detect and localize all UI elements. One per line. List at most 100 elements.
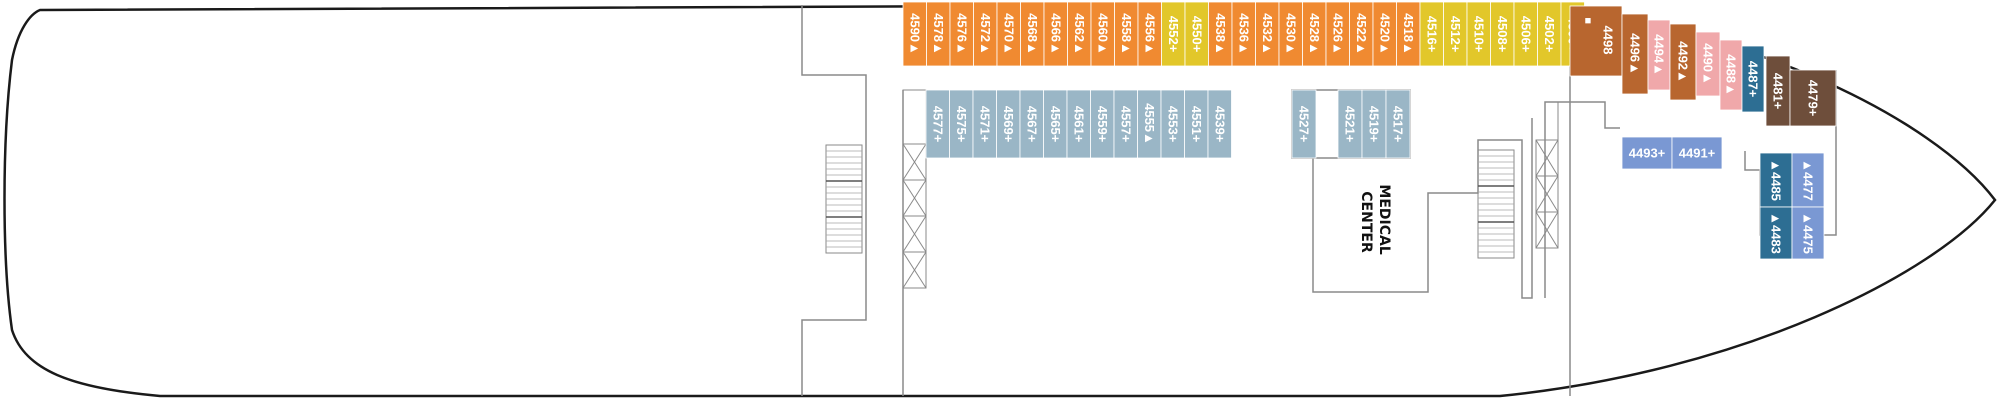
cabin[interactable]: 4568▲	[1020, 1, 1045, 67]
cabin-number: 4576▲	[954, 13, 969, 55]
cabin[interactable]: 4512+	[1443, 1, 1468, 67]
cabin[interactable]: ▲4485	[1759, 152, 1793, 208]
cabin[interactable]: 4517+	[1385, 89, 1411, 159]
cabin[interactable]: 4527+	[1291, 89, 1317, 159]
cabin[interactable]: 4502+	[1537, 1, 1562, 67]
cabin-number: 4551+	[1189, 106, 1204, 143]
cabin-number: 4553+	[1165, 106, 1180, 143]
cabin[interactable]: 4521+	[1337, 89, 1363, 159]
cabin[interactable]: 4551+	[1184, 89, 1209, 159]
cabin[interactable]: 4493+	[1621, 136, 1673, 170]
side-cabins: 4493+ 4491+	[1621, 136, 1723, 170]
cabin-number: 4532▲	[1260, 13, 1275, 55]
cabin[interactable]: 4520▲	[1372, 1, 1397, 67]
cabin-number: 4521+	[1343, 106, 1358, 143]
cabin[interactable]: 4561+	[1066, 89, 1091, 159]
cabin[interactable]: 4498■	[1569, 5, 1623, 77]
cabin[interactable]: 4567+	[1019, 89, 1044, 159]
cabin[interactable]: 4571+	[972, 89, 997, 159]
cabin[interactable]: 4487+	[1741, 45, 1765, 113]
cabin[interactable]: 4565+	[1043, 89, 1068, 159]
cabin[interactable]: ▲4483	[1759, 206, 1793, 260]
cabin-number: 4555▲	[1142, 103, 1157, 145]
cabin[interactable]: 4491+	[1671, 136, 1723, 170]
bow-cabins: 4498■4496▲4494▲4492▲ 4490▲4488▲4487+4481+…	[1569, 5, 1837, 127]
cabin[interactable]: 4516+	[1419, 1, 1444, 67]
elevator-cross	[902, 215, 927, 253]
cabin[interactable]: 4536▲	[1231, 1, 1256, 67]
cabin[interactable]: 4556▲	[1137, 1, 1162, 67]
upper-cabin-row: 4590▲4578▲4576▲ 4572▲4570▲4568▲4566▲ 4562▲…	[902, 1, 1585, 67]
cabin[interactable]: 4575+	[949, 89, 974, 159]
inner-cabin-row-aft: 4577+ 4575+ 4571+ 4569+4567+ 4565+4561+4559+…	[925, 89, 1232, 159]
cabin[interactable]: 4558▲	[1114, 1, 1139, 67]
cabin[interactable]: 4572▲	[973, 1, 998, 67]
cabin-number: 4491+	[1679, 146, 1716, 161]
cabin[interactable]: 4562▲	[1067, 1, 1092, 67]
cabin[interactable]: 4496▲	[1621, 13, 1649, 95]
cabin-number: 4508+	[1495, 16, 1510, 53]
cabin-number: 4510+	[1471, 16, 1486, 53]
cabin[interactable]: 4528▲	[1302, 1, 1327, 67]
cabin-number: 4506+	[1518, 16, 1533, 53]
elevator-cross	[902, 251, 927, 289]
cabin[interactable]: 4508+	[1490, 1, 1515, 67]
cabin-number: 4565+	[1048, 106, 1063, 143]
cabin-fill	[1569, 5, 1623, 77]
cabin-number: 4571+	[977, 106, 992, 143]
cabin-fill	[1759, 206, 1793, 260]
cabin-number: 4490▲	[1701, 43, 1716, 85]
cabin-number: 4569+	[1001, 106, 1016, 143]
cabin[interactable]: 4530▲	[1278, 1, 1303, 67]
cabin[interactable]: 4569+	[996, 89, 1021, 159]
cabin-number: 4493+	[1629, 146, 1666, 161]
cabin-number: 4528▲	[1307, 13, 1322, 55]
cabin[interactable]: 4492▲	[1669, 23, 1697, 101]
cabin-number: 4527+	[1297, 106, 1312, 143]
cabin[interactable]: 4518▲	[1396, 1, 1421, 67]
cabin[interactable]: ▲4477	[1791, 152, 1825, 208]
cabin[interactable]: 4577+	[925, 89, 950, 159]
cabin-number: 4575+	[954, 106, 969, 143]
cabin[interactable]: 4566▲	[1043, 1, 1068, 67]
elevator-shaft	[902, 251, 927, 289]
cabin-number: 4522▲	[1354, 13, 1369, 55]
cabin[interactable]: 4578▲	[926, 1, 951, 67]
cabin[interactable]: 4479+	[1789, 69, 1837, 127]
cabin[interactable]: 4488▲	[1719, 39, 1743, 111]
cabin-number: 4518▲	[1401, 13, 1416, 55]
cabin[interactable]: 4494▲	[1647, 19, 1671, 91]
cabin-number: 4517+	[1391, 106, 1406, 143]
elevator-cross	[1535, 139, 1559, 177]
cabin[interactable]: 4552+	[1161, 1, 1186, 67]
cabin[interactable]: 4506+	[1513, 1, 1538, 67]
cabin[interactable]: 4555▲	[1137, 89, 1162, 159]
cabin-fill	[1791, 206, 1825, 260]
cabin[interactable]: 4550+	[1184, 1, 1209, 67]
cabin[interactable]: 4559+	[1090, 89, 1115, 159]
cabin[interactable]: 4510+	[1466, 1, 1491, 67]
cabin[interactable]: 4481+	[1765, 55, 1791, 127]
elevator-cross	[902, 143, 927, 181]
elevator-cross	[1535, 211, 1559, 249]
cabin-number: 4566▲	[1048, 13, 1063, 55]
cabin[interactable]: ▲4475	[1791, 206, 1825, 260]
cabin[interactable]: 4526▲	[1325, 1, 1350, 67]
cabin[interactable]: 4557+	[1113, 89, 1138, 159]
cabin[interactable]: 4519+	[1361, 89, 1387, 159]
cabin[interactable]: 4490▲	[1695, 31, 1721, 97]
cabin-number: 4494▲	[1652, 34, 1667, 76]
cabin-fill	[1741, 45, 1765, 113]
cabin-number: 4516+	[1424, 16, 1439, 53]
cabin-number: 4502+	[1542, 16, 1557, 53]
cabin[interactable]: 4576▲	[949, 1, 974, 67]
cabin[interactable]: 4590▲	[902, 1, 927, 67]
cabin[interactable]: 4522▲	[1349, 1, 1374, 67]
cabin[interactable]: 4553+	[1160, 89, 1185, 159]
cabin[interactable]: 4560▲	[1090, 1, 1115, 67]
cabin[interactable]: 4570▲	[996, 1, 1021, 67]
cabin[interactable]: 4538▲	[1208, 1, 1233, 67]
cabin[interactable]: 4532▲	[1255, 1, 1280, 67]
cabin[interactable]: 4539+	[1207, 89, 1232, 159]
